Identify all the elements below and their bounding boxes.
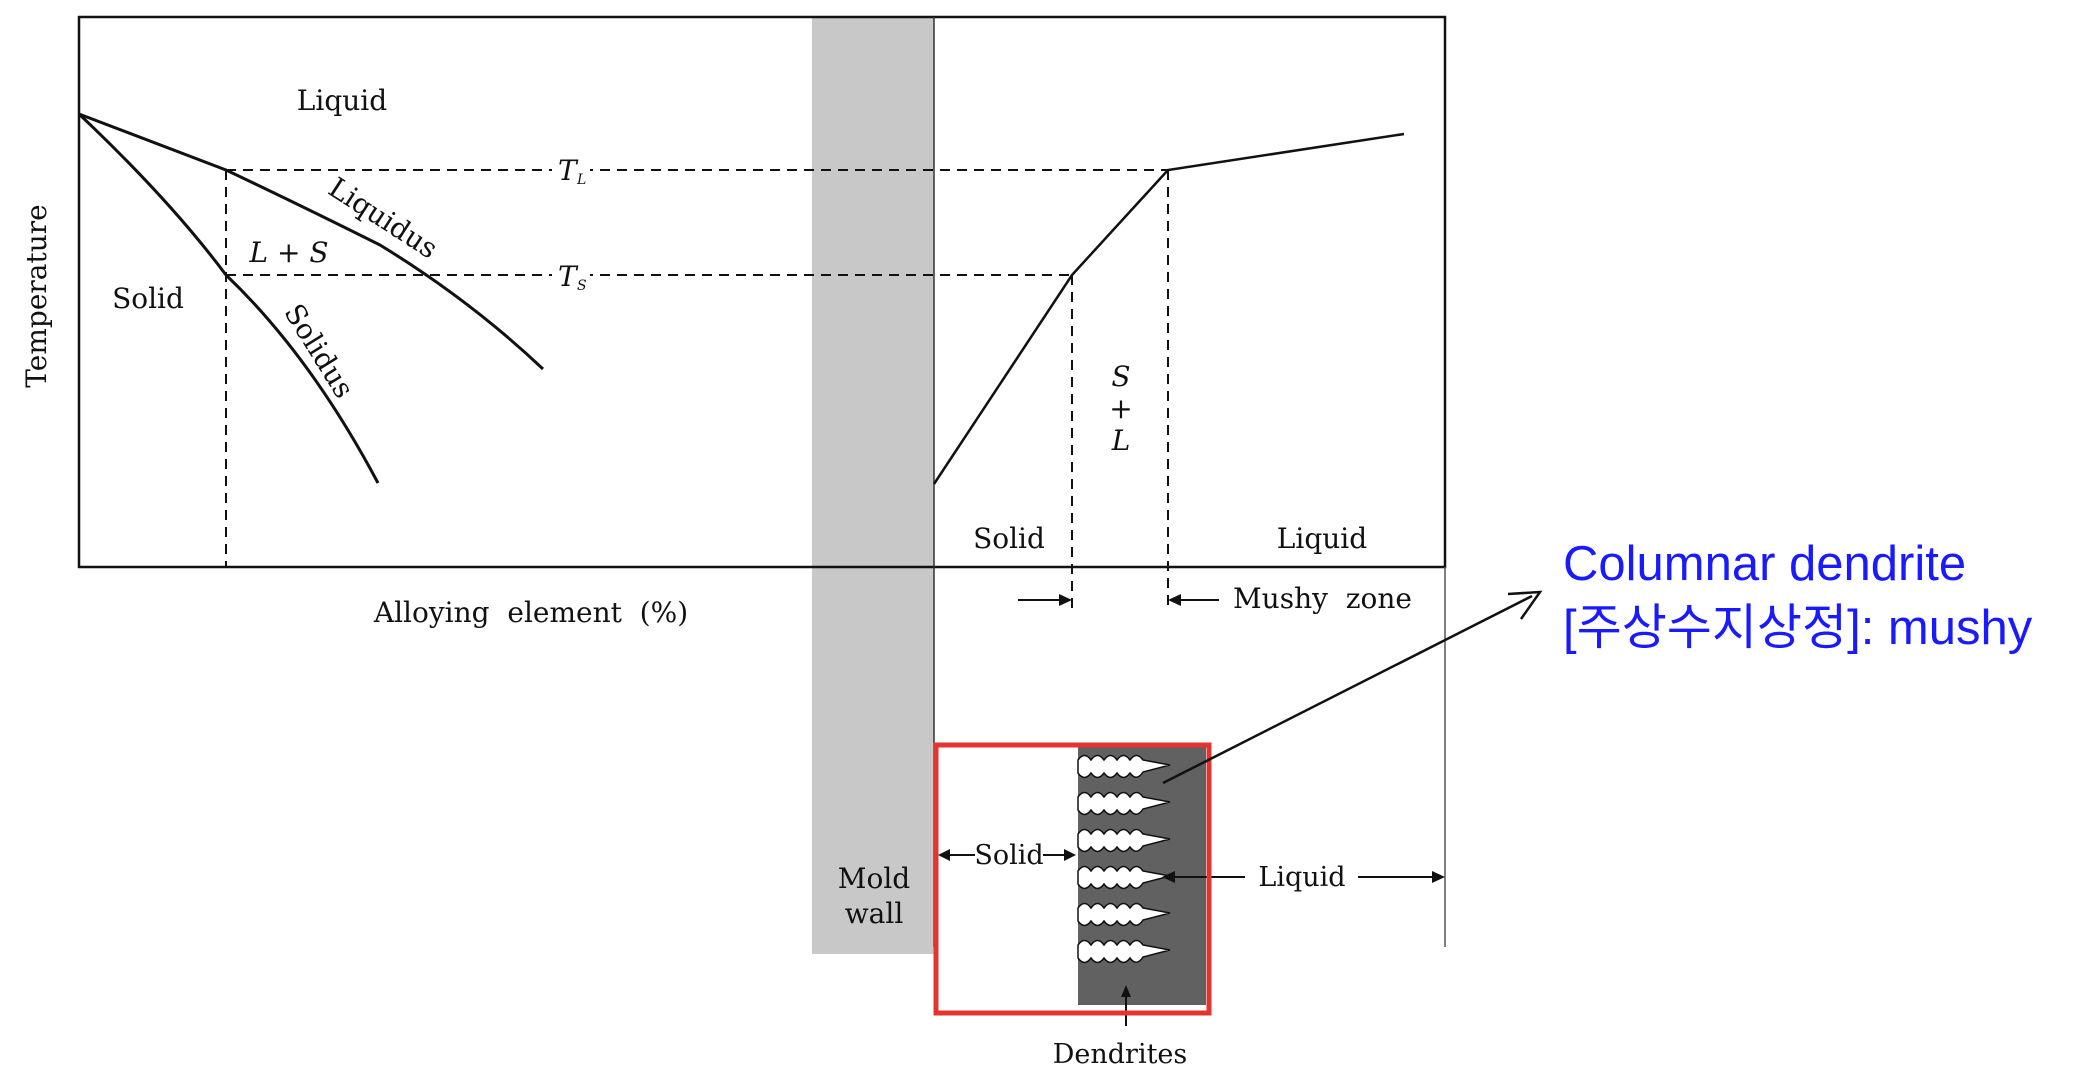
annotation-line1: Columnar dendrite xyxy=(1563,537,1967,591)
mushy-zone-label: Mushy zone xyxy=(1233,582,1412,615)
temperature-profile xyxy=(932,132,1405,485)
x-axis-label: Alloying element (%) xyxy=(373,596,688,629)
dendrites-pointer-head xyxy=(1121,985,1131,997)
casting-liquid-arrowhead-right xyxy=(1432,871,1445,883)
casting-liquid-arrowhead-left xyxy=(1162,871,1175,883)
annotation-line2: [주상수지상정]: mushy xyxy=(1563,601,2033,655)
solidus-label: Solidus xyxy=(277,298,360,404)
profile-liquid-label: Liquid xyxy=(1277,522,1367,555)
annotation-text: Columnar dendrite [주상수지상정]: mushy xyxy=(1563,532,2032,660)
mushy-arrowhead-left xyxy=(1059,594,1072,606)
annotation-arrow xyxy=(1162,594,1533,785)
dendrite-row xyxy=(1077,754,1171,964)
casting-solid-arrowhead-left xyxy=(938,849,950,861)
mold-label-line2: wall xyxy=(845,897,904,930)
mold-label-line1: Mold xyxy=(838,862,910,895)
ts-label-bg xyxy=(552,255,590,293)
dendrites-label: Dendrites xyxy=(1053,1039,1188,1070)
mushy-l-label: L xyxy=(1111,424,1131,457)
ts-subscript: S xyxy=(577,278,587,294)
highlight-box xyxy=(933,742,1212,1016)
plot-frame xyxy=(77,15,1447,569)
casting-solid-label: Solid xyxy=(974,840,1043,871)
region-liquid-label: Liquid xyxy=(297,84,387,117)
mushy-plus-label: + xyxy=(1109,392,1132,425)
profile-solid-label: Solid xyxy=(973,522,1045,555)
solidus-curve xyxy=(77,112,380,484)
mushy-s-label: S xyxy=(1111,360,1130,393)
liquidus-curve xyxy=(78,112,545,371)
region-solid-label: Solid xyxy=(112,282,184,315)
tl-symbol: T xyxy=(558,154,579,187)
ts-symbol: T xyxy=(558,260,579,293)
mold-wall xyxy=(812,17,934,954)
tl-subscript: L xyxy=(576,172,586,188)
region-two-phase-label: L + S xyxy=(248,236,328,269)
annotation-arrowhead xyxy=(1507,590,1543,620)
mushy-arrowhead-right xyxy=(1168,594,1181,606)
y-axis-label: Temperature xyxy=(20,204,53,387)
casting-liquid-label: Liquid xyxy=(1258,862,1345,893)
tl-label-bg xyxy=(552,150,590,188)
casting-solid-arrowhead-right xyxy=(1064,849,1076,861)
liquidus-label: Liquidus xyxy=(323,171,444,266)
